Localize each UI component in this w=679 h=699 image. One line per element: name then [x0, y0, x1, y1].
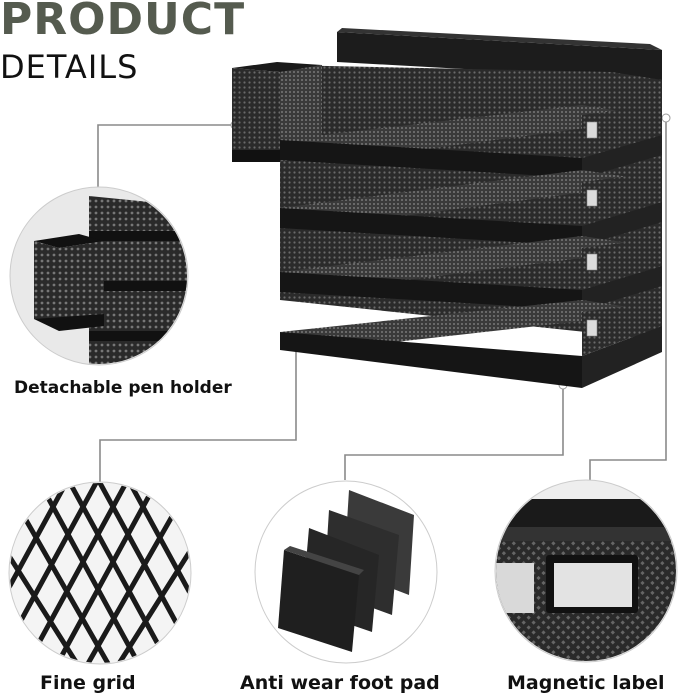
- tray-4: [280, 300, 662, 388]
- label-foot-pad: Anti wear foot pad: [240, 672, 440, 694]
- fine-grid-detail-photo: [8, 481, 192, 665]
- tray-1: [280, 105, 662, 178]
- tray-2: [280, 170, 662, 246]
- label-magnetic-label: Magnetic label: [507, 672, 665, 694]
- label-fine-grid: Fine grid: [40, 672, 136, 694]
- pen-holder: [232, 62, 322, 162]
- magnetic-label-detail-photo: [494, 479, 678, 663]
- tray-3: [280, 236, 662, 310]
- heading-product: PRODUCT: [0, 0, 246, 45]
- product-image: [232, 28, 662, 388]
- foot-pad-detail-photo: [254, 480, 438, 664]
- pen-holder-detail-photo: [9, 186, 189, 366]
- label-pen-holder: Detachable pen holder: [14, 378, 232, 398]
- heading-details: DETAILS: [0, 48, 139, 86]
